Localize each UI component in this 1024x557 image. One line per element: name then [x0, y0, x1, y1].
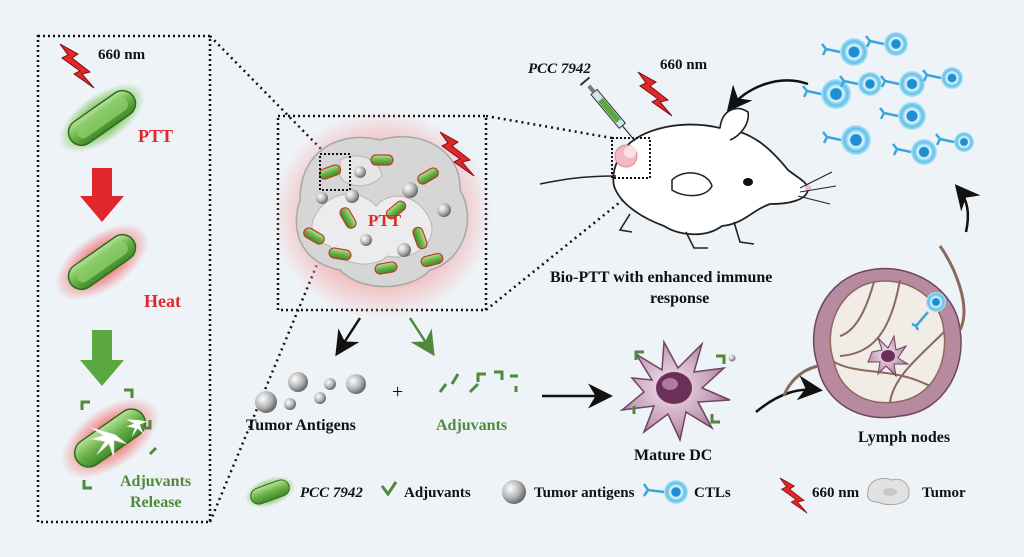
ruptured-bacterium-icon: [61, 397, 159, 479]
down-arrow-red: [80, 168, 124, 222]
panel-adjuvants-release-line1: Adjuvants: [120, 473, 192, 490]
bacterium-icon: [370, 154, 394, 166]
tumor-cell-icon: [867, 478, 910, 506]
ctl-icon: [892, 139, 937, 165]
tumor-antigen-icon: [502, 480, 526, 504]
down-arrow-green: [80, 330, 124, 386]
adjuvant-icon: [380, 481, 398, 497]
panel-ptt-label: PTT: [138, 126, 174, 146]
adjuvant-icon: [438, 370, 518, 394]
panel-adjuvants-release-line2: Release: [130, 494, 182, 511]
arrow-to-lymph: [755, 375, 823, 413]
laser-icon: [59, 43, 95, 89]
bacterium-icon: [374, 261, 398, 275]
bacterium-icon: [58, 83, 146, 153]
tumor-antigen-icon: [437, 203, 451, 217]
arrow-lymph-to-ctls: [954, 184, 981, 233]
legend-label-660nm: 660 nm: [812, 485, 860, 501]
ctl-icon: [642, 480, 688, 504]
panel-wavelength-label: 660 nm: [98, 47, 146, 63]
adjuvant-icon: [80, 388, 158, 490]
ctl-icon: [802, 79, 851, 109]
process-panel-frame: [36, 34, 212, 524]
arrow-to-adjuvants: [408, 317, 435, 357]
mature-dc-label: Mature DC: [634, 447, 713, 464]
tumor-antigens-in-tumor: [316, 166, 451, 257]
mouse-tumor-frame: [611, 137, 651, 179]
mouse-caption-line2: response: [650, 290, 710, 307]
tumor-antigen-icon: [255, 372, 366, 413]
mouse-caption-line1: Bio-PTT with enhanced immune: [550, 269, 773, 286]
ctl-icon: [821, 38, 868, 66]
bacterium-icon: [417, 167, 439, 185]
plus-sign: +: [392, 381, 404, 403]
laser-icon: [439, 131, 475, 177]
tumor-antigen-icon: [402, 182, 418, 198]
tumor-antigens-label: Tumor Antigens: [246, 417, 356, 434]
legend-label-ctls: CTLs: [694, 485, 731, 501]
lymph-nodes-label: Lymph nodes: [858, 429, 951, 446]
tumor-antigen-icon: [360, 234, 372, 246]
legend: [245, 476, 910, 514]
tumor-antigen-icon: [345, 189, 359, 203]
bacterium-icon: [385, 200, 407, 220]
bacterium-icon: [339, 207, 357, 229]
tumor-bacteria: [303, 154, 444, 275]
adjuvants-label: Adjuvants: [436, 417, 508, 434]
tumor-inset-frame: [319, 153, 351, 191]
ctl-icon: [935, 132, 974, 152]
mature-dc-icon: [619, 339, 736, 443]
mouse-strain-label: PCC 7942: [528, 61, 591, 77]
ctl-cluster: [802, 32, 974, 165]
bacterium-icon: [412, 226, 428, 250]
legend-label-adjuvants: Adjuvants: [404, 485, 471, 501]
legend-label-tumor: Tumor: [922, 485, 966, 501]
ctl-icon: [879, 102, 926, 130]
panel-heat-label: Heat: [144, 291, 181, 311]
legend-label-pcc7942: PCC 7942: [300, 485, 363, 501]
ctl-icon: [822, 125, 871, 155]
arrow-ctls-to-mouse: [726, 79, 809, 112]
bacterium-icon: [420, 252, 444, 268]
lymph-node-icon: [782, 245, 966, 419]
mouse-icon: [539, 107, 837, 249]
tumor-antigen-icon: [397, 243, 411, 257]
ctl-icon: [880, 71, 925, 97]
legend-label-tumor-antigens: Tumor antigens: [534, 485, 635, 501]
heated-bacterium-icon: [54, 223, 150, 301]
tumor-ptt-label: PTT: [368, 211, 402, 230]
ctl-icon: [839, 72, 882, 96]
laser-icon: [637, 71, 673, 117]
bacterium-icon: [318, 164, 342, 180]
tumor-antigen-icon: [354, 166, 366, 178]
syringe-icon: [579, 76, 636, 142]
laser-icon: [779, 477, 808, 514]
ctl-icon: [922, 67, 963, 89]
bacterium-icon: [245, 476, 295, 508]
mouse-wavelength-label: 660 nm: [660, 57, 708, 73]
tumor-antigen-icon: [316, 192, 328, 204]
arrow-to-antigens: [335, 317, 362, 357]
ctl-icon: [865, 32, 908, 56]
bacterium-icon: [328, 247, 352, 261]
bacterium-icon: [303, 227, 325, 245]
